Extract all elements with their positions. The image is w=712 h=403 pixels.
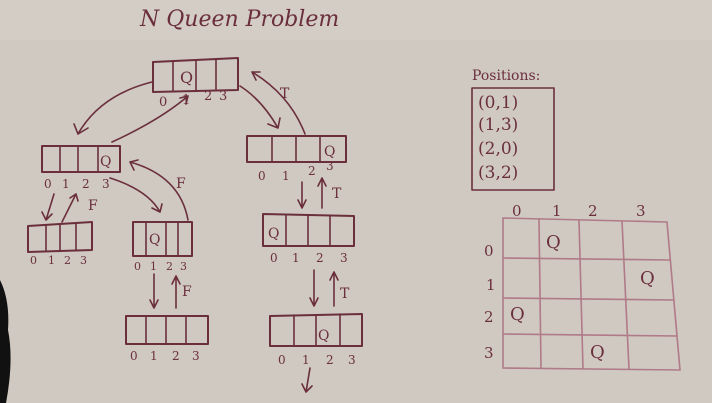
board-horizontal-lines xyxy=(502,257,678,337)
queen-mark: Q xyxy=(324,144,335,160)
arrow-root-to-right xyxy=(239,85,281,129)
array-right-l1: Q 0 1 2 3 xyxy=(246,135,347,183)
index-2: 2 xyxy=(316,251,324,265)
position-item: (1,3) xyxy=(478,115,518,135)
index-1: 1 xyxy=(292,251,300,265)
queen-mark: Q xyxy=(546,232,561,253)
index-3: 3 xyxy=(192,349,200,363)
arrow-up-right-2 xyxy=(329,271,339,307)
index-2: 2 xyxy=(82,177,90,191)
index-2: 2 xyxy=(204,89,212,104)
board-vertical-lines xyxy=(538,218,630,370)
col-label: 0 xyxy=(512,202,522,220)
queen-mark: Q xyxy=(149,232,160,248)
index-2: 2 xyxy=(64,254,71,267)
index-0: 0 xyxy=(134,260,141,273)
row-label: 1 xyxy=(486,276,496,294)
index-0: 0 xyxy=(130,349,138,363)
positions-box xyxy=(471,87,555,191)
queen-mark: Q xyxy=(268,226,279,242)
array-left-l1: Q 0 1 2 3 xyxy=(41,145,121,191)
index-0: 0 xyxy=(278,353,286,367)
index-0: 0 xyxy=(30,254,37,267)
index-3: 3 xyxy=(180,260,187,273)
index-1: 1 xyxy=(48,254,55,267)
positions-label: Positions: xyxy=(472,68,540,84)
queen-mark: Q xyxy=(180,68,193,87)
index-2: 2 xyxy=(166,260,173,273)
index-1: 1 xyxy=(302,353,310,367)
arrow-right-back-to-root xyxy=(251,71,306,135)
col-label: 2 xyxy=(588,202,598,220)
col-label: 1 xyxy=(552,202,562,220)
queen-mark: Q xyxy=(318,328,329,344)
index-1: 1 xyxy=(150,260,157,273)
index-0: 0 xyxy=(270,251,278,265)
index-2: 2 xyxy=(308,164,316,178)
index-3: 3 xyxy=(219,89,227,104)
arrow-down-mid xyxy=(109,177,163,213)
queen-mark: Q xyxy=(100,154,111,170)
col-label: 3 xyxy=(636,202,646,220)
arrow-down-bottom xyxy=(301,367,313,393)
array-left-l2-a: 0 1 2 3 xyxy=(27,221,93,267)
index-3: 3 xyxy=(326,159,334,173)
board-queens: Q Q Q Q xyxy=(510,232,655,363)
queen-mark: Q xyxy=(640,268,655,289)
board-outline xyxy=(502,217,681,371)
queen-mark: Q xyxy=(590,342,605,363)
array-right-l3: Q 0 1 2 3 xyxy=(269,313,363,367)
arrow-up-right xyxy=(317,177,327,209)
arrow-down-right-2 xyxy=(309,269,319,307)
index-0: 0 xyxy=(44,177,52,191)
row-label: 3 xyxy=(484,344,494,362)
index-0: 0 xyxy=(159,95,167,110)
chessboard xyxy=(502,217,681,371)
row-label: 0 xyxy=(484,242,494,260)
edge-label-false: F xyxy=(176,176,186,192)
position-item: (0,1) xyxy=(478,93,518,113)
array-right-l2: Q 0 1 2 3 xyxy=(262,213,355,265)
row-label: 2 xyxy=(484,308,494,326)
index-3: 3 xyxy=(102,177,110,191)
glare xyxy=(0,0,712,40)
edge-label-true: T xyxy=(340,286,350,302)
dark-shadow-left xyxy=(0,280,11,403)
array-left-l2-b: Q 0 1 2 3 xyxy=(132,221,193,273)
arrow-up-left xyxy=(61,193,79,223)
arrow-up-mid xyxy=(129,159,189,221)
arrow-root-to-left xyxy=(73,81,153,135)
index-0: 0 xyxy=(258,169,266,183)
edge-label-false: F xyxy=(182,284,192,300)
index-2: 2 xyxy=(326,353,334,367)
arrow-down-right xyxy=(297,181,307,209)
index-2: 2 xyxy=(172,349,180,363)
index-3: 3 xyxy=(340,251,348,265)
edge-label-true: T xyxy=(280,86,290,102)
edge-label-false: F xyxy=(88,198,98,214)
index-3: 3 xyxy=(80,254,87,267)
arrow-up-mid-2 xyxy=(171,275,181,309)
arrow-left-back-to-root xyxy=(111,95,189,143)
title: N Queen Problem xyxy=(139,7,339,32)
index-1: 1 xyxy=(150,349,158,363)
arrow-down-mid-2 xyxy=(149,273,159,309)
edge-label-true: T xyxy=(332,186,342,202)
position-item: (3,2) xyxy=(478,163,518,183)
queen-mark: Q xyxy=(510,304,525,325)
index-1: 1 xyxy=(282,169,290,183)
arrow-down-left xyxy=(41,193,55,221)
index-3: 3 xyxy=(348,353,356,367)
position-item: (2,0) xyxy=(478,139,518,159)
array-left-l3: 0 1 2 3 xyxy=(125,315,209,363)
index-1: 1 xyxy=(62,177,70,191)
